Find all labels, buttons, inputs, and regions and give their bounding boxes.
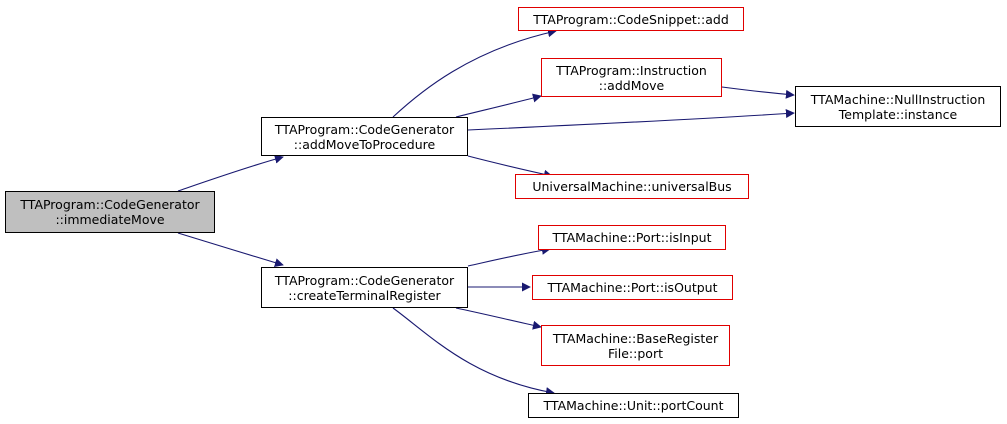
node-base-register-file-port[interactable]: TTAMachine::BaseRegister File::port [541, 325, 730, 366]
node-label-line: ::addMoveToProcedure [293, 136, 436, 152]
node-label-line: TTAMachine::NullInstruction [810, 91, 986, 107]
node-add-move-to-procedure[interactable]: TTAProgram::CodeGenerator ::addMoveToPro… [261, 117, 468, 156]
edge-addmovetoprocedure-to-codesnippetadd [392, 28, 557, 118]
node-port-is-input[interactable]: TTAMachine::Port::isInput [538, 225, 726, 250]
node-label-line: ::addMove [598, 77, 665, 93]
node-label-line: Template::instance [838, 106, 958, 122]
node-label-line: TTAProgram::Instruction [556, 62, 707, 78]
node-label-line: TTAMachine::BaseRegister [552, 330, 719, 346]
node-label-line: ::createTerminalRegister [288, 287, 441, 303]
edge-addmove-to-nullinstructiontemplate [721, 86, 795, 99]
node-instruction-add-move[interactable]: TTAProgram::Instruction ::addMove [541, 58, 722, 97]
node-label-line: TTAMachine::Unit::portCount [543, 398, 724, 413]
node-create-terminal-register[interactable]: TTAProgram::CodeGenerator ::createTermin… [261, 267, 468, 308]
edge-addmovetoprocedure-to-nullinstructiontemplate [467, 109, 795, 131]
node-label-line: UniversalMachine::universalBus [532, 179, 732, 194]
node-label-line: TTAMachine::Port::isInput [552, 230, 712, 245]
node-label-line: TTAProgram::CodeGenerator [274, 121, 455, 137]
edge-createterminalregister-to-baseregisterfileport [455, 307, 542, 330]
node-unit-port-count[interactable]: TTAMachine::Unit::portCount [528, 393, 739, 418]
node-universal-bus[interactable]: UniversalMachine::universalBus [515, 174, 749, 199]
edge-immediatemove-to-addmovetoprocedure [177, 154, 284, 192]
edge-createterminalregister-to-isinput [467, 245, 551, 267]
node-label-line: ::immediateMove [55, 212, 165, 227]
node-label-line: TTAProgram::CodeGenerator [20, 197, 200, 212]
edge-addmovetoprocedure-to-universalbus [467, 155, 553, 179]
node-label-line: File::port [608, 345, 663, 361]
node-code-snippet-add[interactable]: TTAProgram::CodeSnippet::add [518, 7, 744, 31]
node-null-instruction-template[interactable]: TTAMachine::NullInstruction Template::in… [795, 86, 1001, 127]
edge-createterminalregister-to-portcount [392, 307, 555, 397]
edge-addmovetoprocedure-to-addmove [455, 93, 542, 118]
node-label-line: TTAProgram::CodeGenerator [274, 272, 455, 288]
edge-immediatemove-to-createterminalregister [177, 232, 284, 267]
node-port-is-output[interactable]: TTAMachine::Port::isOutput [532, 275, 733, 300]
node-immediate-move[interactable]: TTAProgram::CodeGenerator ::immediateMov… [5, 191, 215, 233]
node-label-line: TTAProgram::CodeSnippet::add [533, 11, 729, 27]
node-label-line: TTAMachine::Port::isOutput [547, 280, 718, 295]
